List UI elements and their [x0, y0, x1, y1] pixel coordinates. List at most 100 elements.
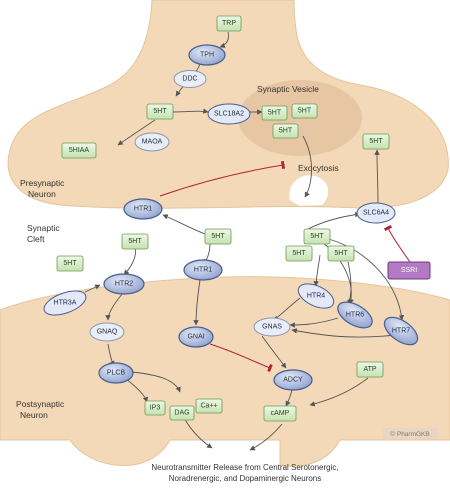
- node-htr4: HTR4: [307, 293, 325, 300]
- node-vesicle-5ht-3-box: [272, 123, 299, 139]
- node-cleft-5ht-a: 5HT: [211, 233, 225, 240]
- node-dag-box: [169, 405, 195, 421]
- exocytosis-label: Exocytosis: [298, 163, 339, 173]
- node-cleft-5ht-c-box: [56, 255, 84, 272]
- inhibit-gnai-adcy: [209, 343, 273, 373]
- node-htr6: HTR6: [346, 312, 364, 319]
- node-camp-box: [263, 405, 297, 422]
- node-vesicle-5ht-3: 5HT: [279, 128, 293, 135]
- node-atp-box: [356, 361, 384, 378]
- node-vesicle-5ht-2-box: [291, 103, 318, 119]
- edge-htr2-gnaq: [105, 292, 124, 321]
- presynaptic-label-2: Neuron: [28, 189, 56, 199]
- node-gnai: GNAI: [187, 334, 204, 341]
- edge-plcb-dag: [131, 371, 181, 393]
- node-ddc-shape: [173, 70, 207, 88]
- node-htr1-post: HTR1: [194, 267, 212, 274]
- edge-htr1-gnai: [193, 279, 201, 326]
- node-vesicle-5ht-1-box: [261, 105, 288, 121]
- edge-htr6-gnas: [289, 317, 339, 328]
- node-htr4-shape: [297, 283, 335, 309]
- node-htr3a-shape: [43, 290, 87, 316]
- edge-plcb-ip3: [124, 377, 149, 403]
- edge-vesicle-exocytosis: [302, 135, 312, 198]
- node-cleft-5ht-a-box: [204, 228, 232, 245]
- node-camp: cAMP: [271, 410, 290, 417]
- exocytosis-pocket: [289, 175, 329, 206]
- node-htr6-shape: [337, 301, 373, 329]
- node-cleft-5ht-b-box: [121, 233, 149, 250]
- node-ddc: DDC: [182, 76, 197, 83]
- node-slc18a2: SLC18A2: [214, 111, 244, 118]
- node-gnas: GNAS: [262, 324, 282, 331]
- node-gnas-shape: [253, 317, 291, 337]
- node-plcb-shape: [98, 362, 134, 384]
- presynaptic-label-1: Presynaptic: [20, 178, 65, 188]
- node-atp: ATP: [363, 366, 376, 373]
- node-htr1-pre-shape: [123, 198, 163, 220]
- node-trp: TRP: [222, 20, 236, 27]
- edges: [84, 31, 405, 451]
- node-5hiaa-box: [61, 142, 97, 159]
- edge-5ht-slc6a4: [305, 211, 361, 231]
- footer-line-2: Noradrenergic, and Dopaminergic Neurons: [169, 474, 322, 483]
- cleft-label-2: Cleft: [27, 234, 45, 244]
- node-5ht-pre-box: [146, 103, 174, 120]
- node-adcy: ADCY: [283, 377, 303, 384]
- node-gnaq: GNAQ: [97, 329, 118, 336]
- node-cleft-5ht-d: 5HT: [310, 233, 324, 240]
- edge-5ht-maoa: [117, 119, 156, 146]
- inhibition-edges: [159, 161, 411, 373]
- edge-5ht-htr2: [123, 244, 137, 276]
- node-maoa-shape: [134, 132, 170, 152]
- node-ca-box: [195, 398, 223, 414]
- node-cleft-5ht-d-box: [303, 228, 331, 245]
- node-slc6a4-shape: [356, 202, 396, 224]
- watermark-box: [383, 428, 437, 439]
- node-htr1-post-shape: [183, 259, 223, 281]
- node-gnai-shape: [178, 326, 214, 348]
- edge-adcy-camp: [285, 389, 293, 407]
- edge-cleft-htr1: [162, 214, 206, 235]
- node-maoa: MAOA: [142, 139, 163, 146]
- node-gnaq-shape: [89, 322, 125, 342]
- node-htr7-shape: [383, 316, 419, 346]
- protein-nodes: TPH DDC MAOA SLC18A2 HTR1 SLC6A4 HTR3A H…: [43, 44, 419, 391]
- node-slc6a4: SLC6A4: [363, 210, 389, 217]
- node-htr1-pre: HTR1: [134, 206, 152, 213]
- node-5hiaa: 5HIAA: [69, 147, 90, 154]
- edge-5ht-htr4: [313, 254, 321, 287]
- watermark: © PharmGKB: [390, 430, 429, 438]
- node-vesicle-5ht-1: 5HT: [268, 110, 282, 117]
- node-slc18a2-shape: [207, 103, 251, 125]
- node-cleft-5ht-e: 5HT: [292, 250, 306, 257]
- edge-5ht-slc18a2: [172, 108, 209, 114]
- edge-atp-camp: [309, 377, 369, 407]
- edge-htr7-gnas: [291, 328, 396, 338]
- node-ssri-box: [387, 261, 431, 280]
- node-ip3: IP3: [150, 405, 161, 412]
- cleft-label-1: Synaptic: [27, 223, 60, 233]
- node-ca: Ca++: [200, 403, 217, 410]
- node-cleft-5ht-f: 5HT: [334, 250, 348, 257]
- node-trp-box: [216, 15, 242, 32]
- postsynaptic-label-2: Neuron: [20, 410, 48, 420]
- edge-gnas-adcy: [261, 335, 287, 369]
- node-tph: TPH: [200, 52, 214, 59]
- node-vesicle-5ht-2: 5HT: [298, 108, 312, 115]
- node-cleft-5ht-f-box: [327, 245, 355, 262]
- node-htr7: HTR7: [392, 328, 410, 335]
- node-ssri: SSRI: [401, 267, 417, 274]
- box-nodes: TRP 5HT 5HIAA 5HT 5HT 5HT 5HT 5HT 5HT 5H…: [56, 15, 390, 422]
- edge-slc6a4-5ht: [374, 149, 380, 206]
- node-5ht-reuptake-box: [362, 133, 390, 150]
- node-cleft-5ht-e-box: [285, 245, 313, 262]
- synaptic-vesicle-label: Synaptic Vesicle: [257, 84, 319, 94]
- edge-trp-tph: [219, 31, 229, 49]
- node-ip3-box: [144, 400, 166, 416]
- inhibit-htr1-exocytosis: [159, 161, 286, 197]
- edge-htr2-htr3a: [84, 284, 101, 293]
- node-htr3a: HTR3A: [54, 300, 77, 307]
